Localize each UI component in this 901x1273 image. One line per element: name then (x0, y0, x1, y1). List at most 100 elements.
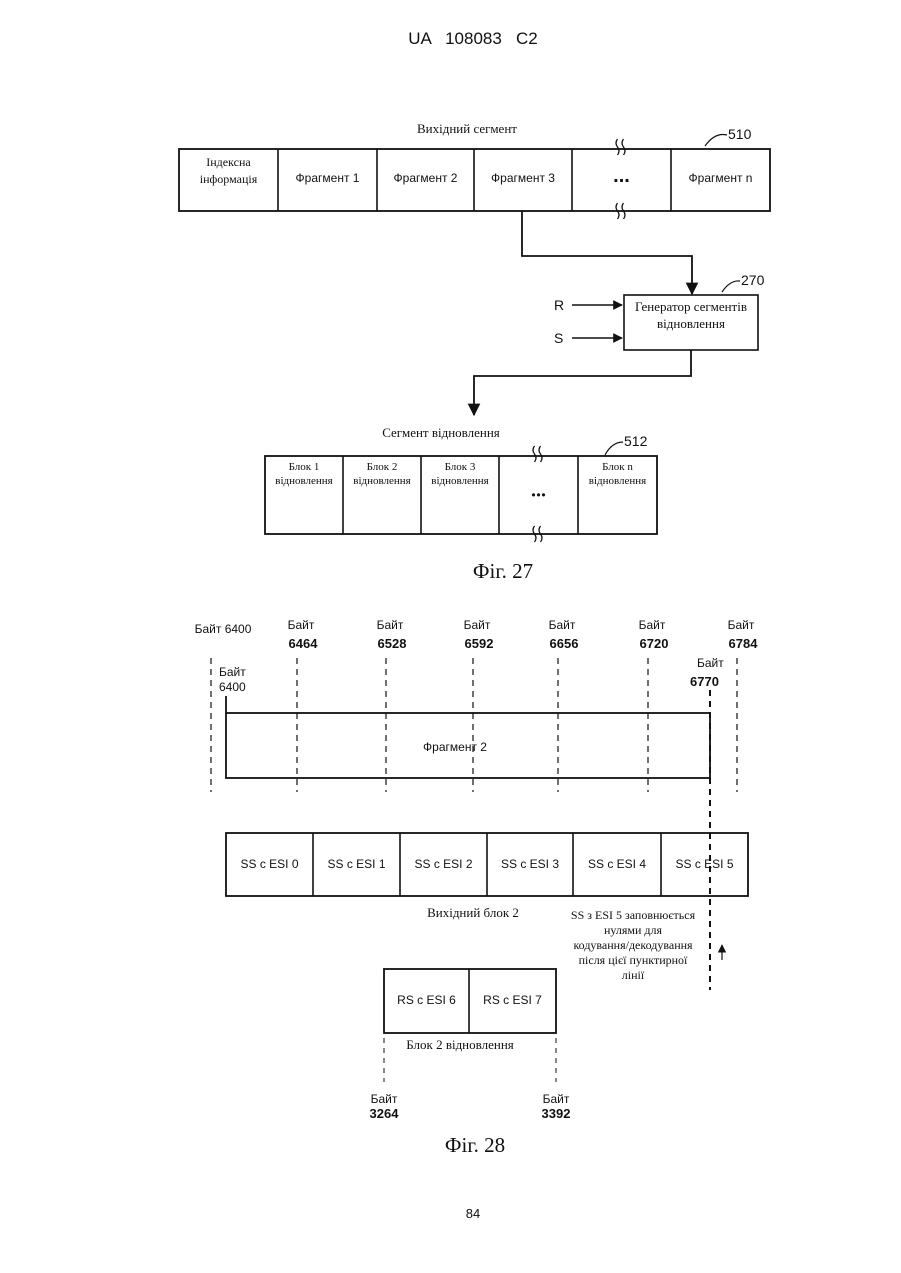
byte-marker: Байт 6592 (464, 618, 494, 792)
segment-cell: Блок n відновлення (589, 461, 647, 487)
segment-cell: Фрагмент 1 (296, 171, 360, 185)
break-mark-top (533, 446, 542, 462)
segment-cell-text: Блок 3 (445, 461, 476, 473)
byte-marker-value: 6592 (465, 636, 494, 651)
source-block-label: Вихідний блок 2 (427, 905, 519, 920)
byte-marker-value: 6720 (640, 636, 669, 651)
segment-cell: Блок 2 відновлення (353, 461, 411, 487)
byte-marker-label: Байт (639, 618, 666, 632)
padding-note-line: лінії (622, 968, 645, 982)
source-symbol-label: SS с ESI 4 (588, 857, 646, 871)
source-symbol-label: SS с ESI 2 (414, 857, 472, 871)
repair-segment: Блок 1відновленняБлок 2відновленняБлок 3… (265, 446, 657, 542)
byte-markers-top: Байт 6400Байт6464Байт6528Байт6592Байт665… (195, 618, 759, 792)
segment-cell-text: Фрагмент 1 (296, 171, 360, 185)
input-s-label: S (554, 330, 563, 346)
segment-cell-text: відновлення (589, 475, 647, 487)
byte-marker: Байт 6400 (195, 622, 252, 792)
repair-symbols-row: RS с ESI 6 RS с ESI 7 (384, 969, 556, 1033)
segment-cell-text: відновлення (431, 475, 489, 487)
input-r-label: R (554, 297, 564, 313)
source-symbol-label: SS с ESI 0 (240, 857, 298, 871)
padding-note: SS з ESI 5 заповнюєтьсянулями длякодуван… (571, 908, 722, 982)
repair-symbol-label: RS с ESI 7 (483, 993, 542, 1007)
segment-cell-text: Фрагмент n (689, 171, 753, 185)
source-segment-ref: 510 (728, 126, 752, 142)
source-segment: Індексна інформація Фрагмент 1 Фрагмент 2 Фр… (179, 139, 770, 219)
padding-note-line: кодування/декодування (573, 938, 693, 952)
segment-cell: Фрагмент n (689, 171, 753, 185)
byte-start-label: Байт (219, 665, 246, 679)
generator-ref: 270 (741, 272, 765, 288)
segment-cell-text: відновлення (353, 475, 411, 487)
segment-cell-text: відновлення (275, 475, 333, 487)
segment-cell-text: інформація (200, 172, 258, 186)
byte-marker-label: Байт (728, 618, 755, 632)
source-symbol: SS с ESI 4 (588, 857, 646, 871)
padding-note-line: нулями для (604, 923, 663, 937)
segment-cell-text: Блок 2 (367, 461, 398, 473)
segment-cell: Фрагмент 2 (394, 171, 458, 185)
repair-symbol: RS с ESI 7 (483, 993, 542, 1007)
source-symbol: SS с ESI 0 (240, 857, 298, 871)
segment-cell: ... (613, 165, 630, 187)
source-symbol-label: SS с ESI 3 (501, 857, 559, 871)
byte-3392-label: Байт (543, 1092, 570, 1106)
byte-marker: Байт6656 (549, 618, 579, 792)
byte-marker-value: 6464 (289, 636, 319, 651)
byte-end-value: 6770 (690, 674, 719, 689)
segment-cell: ... (531, 480, 546, 502)
source-symbol-label: SS с ESI 5 (675, 857, 733, 871)
byte-marker-label: Байт (464, 618, 491, 632)
figure-27-caption: Фіг. 27 (473, 559, 533, 583)
source-segment-title: Вихідний сегмент (417, 121, 517, 136)
fragment-2-label: Фрагмент 2 (423, 740, 487, 754)
figure-27: Вихідний сегмент 510 ІндекснаінформаціяФ… (179, 121, 770, 583)
segment-cell: Індексна інформація (200, 155, 258, 186)
source-symbol: SS с ESI 1 (327, 857, 385, 871)
byte-marker-value: 6528 (378, 636, 407, 651)
byte-marker: Байт 6720 (639, 618, 669, 792)
segment-cell-text: Індексна (206, 155, 251, 169)
source-segment-ref-leader (705, 134, 727, 146)
byte-end-label: Байт (697, 656, 724, 670)
byte-marker-value: 6784 (729, 636, 759, 651)
figure-28-caption: Фіг. 28 (445, 1133, 505, 1157)
byte-3264-label: Байт (371, 1092, 398, 1106)
byte-marker-label: Байт (288, 618, 315, 632)
repair-segment-ref: 512 (624, 433, 648, 449)
segment-to-generator-arrow (522, 211, 692, 294)
byte-marker: Байт 6464 (288, 618, 319, 792)
byte-3392-value: 3392 (542, 1106, 571, 1121)
segment-cell-text: ... (531, 480, 546, 502)
source-symbol-label: SS с ESI 1 (327, 857, 385, 871)
segment-cell: Фрагмент 3 (491, 171, 555, 185)
generator-to-repair-arrow (474, 350, 691, 415)
byte-marker: Байт 6784 (728, 618, 759, 792)
page-number: 84 (466, 1206, 480, 1221)
segment-cell-text: Блок 1 (289, 461, 320, 473)
segment-cell-text: Блок n (602, 461, 633, 473)
generator-label-line-1: Генератор сегментів (635, 299, 747, 314)
segment-cell-text: Фрагмент 2 (394, 171, 458, 185)
byte-3264-value: 3264 (370, 1106, 400, 1121)
source-symbol: SS с ESI 5 (675, 857, 733, 871)
repair-segment-title: Сегмент відновлення (382, 425, 500, 440)
generator-ref-leader (722, 281, 740, 292)
segment-cell: Блок 3 відновлення (431, 461, 489, 487)
segment-cell-text: ... (613, 165, 630, 187)
generator-label-line-2: відновлення (657, 316, 725, 331)
byte-marker-label: Байт 6400 (195, 622, 252, 636)
segment-cell-text: Фрагмент 3 (491, 171, 555, 185)
byte-marker-label: Байт (377, 618, 404, 632)
padding-note-line: SS з ESI 5 заповнюється (571, 908, 696, 922)
break-mark-top (616, 139, 625, 155)
byte-marker-label: Байт (549, 618, 576, 632)
figure-28: Байт 6400Байт6464Байт6528Байт6592Байт665… (195, 618, 759, 1157)
segment-cell: Блок 1 відновлення (275, 461, 333, 487)
repair-symbol: RS с ESI 6 (397, 993, 456, 1007)
padding-note-line: після цієї пунктирної (579, 953, 688, 967)
patent-number: UA 108083 C2 (408, 29, 537, 48)
